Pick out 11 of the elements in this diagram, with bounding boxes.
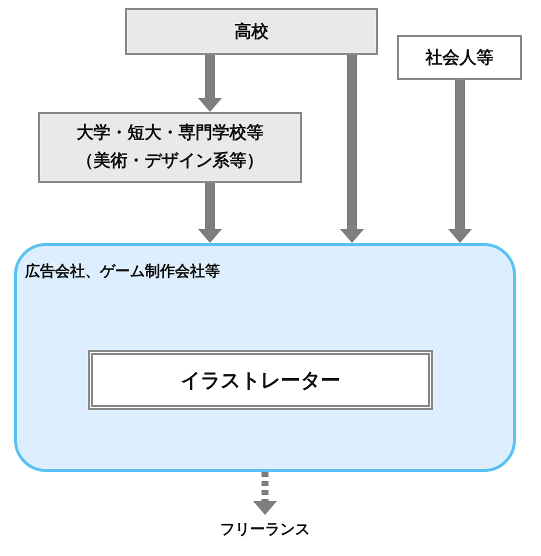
arrow [253,472,277,515]
arrow [340,55,364,243]
school-box: 大学・短大・専門学校等（美術・デザイン系等） [38,112,302,183]
job-box: イラストレーター [88,350,433,410]
arrow [448,80,472,243]
job-label: フリーランス [200,515,330,543]
workplace-box: 広告会社、ゲーム制作会社等 イラストレーター [14,243,516,472]
arrow [198,183,222,243]
arrow [198,55,222,112]
school-box: 高校 [125,8,378,55]
category-box: 社会人等 [397,35,522,80]
